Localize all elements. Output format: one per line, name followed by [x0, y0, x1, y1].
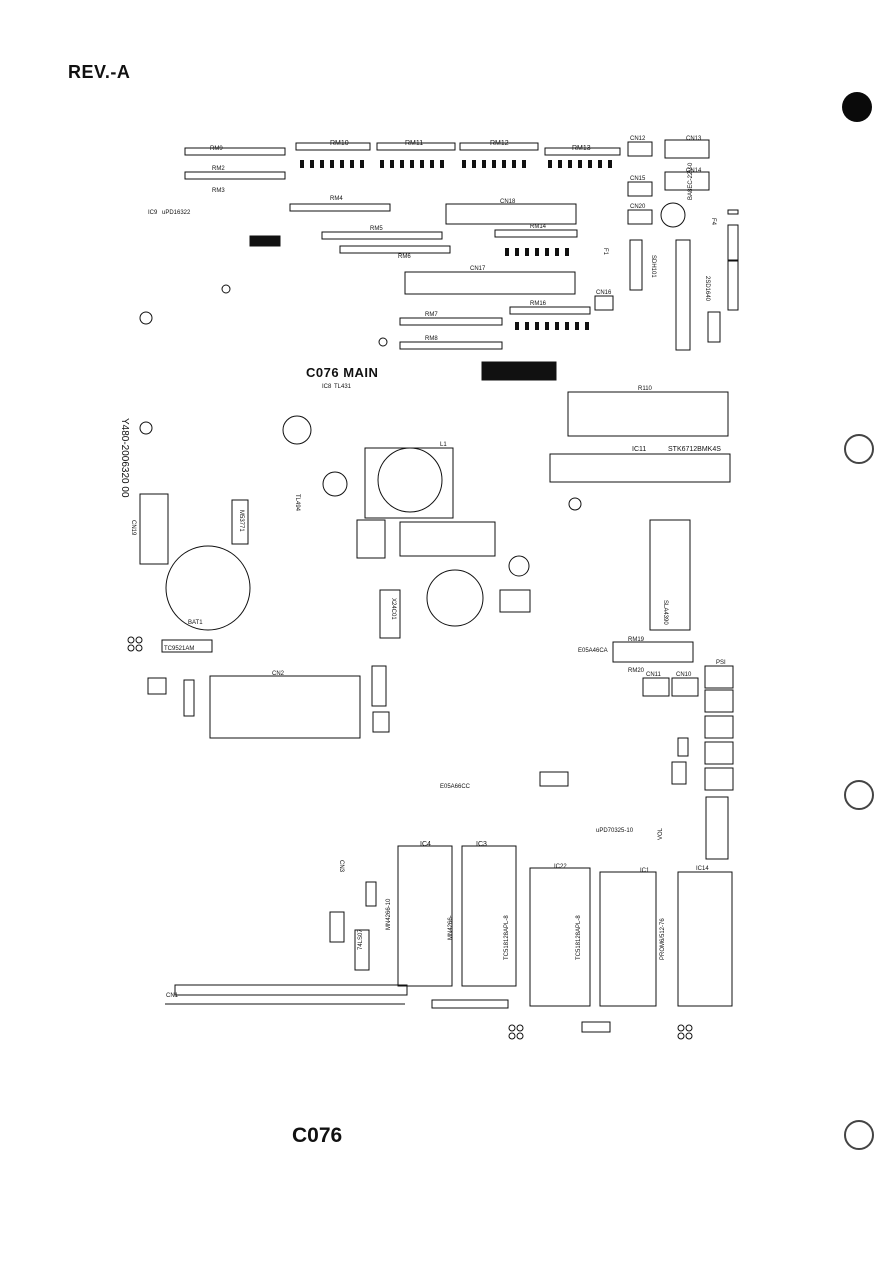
- ic14-part: PROM6/512-76: [660, 918, 666, 960]
- l1-label: L1: [440, 442, 447, 448]
- rm8-label: RM8: [425, 336, 438, 342]
- punch-hole-icon: [844, 780, 874, 810]
- rm13-label: RM13: [572, 145, 591, 152]
- cn12-label: CN12: [630, 136, 646, 142]
- rm2-label: RM2: [212, 166, 225, 172]
- ic8-part: TL431: [334, 384, 352, 390]
- fuse-note-label: BA8EC-22V-0: [688, 162, 694, 200]
- pcb-number: Y480-2006320 00: [119, 418, 130, 498]
- cn14-label: CN14: [686, 168, 702, 174]
- rm6-label: RM6: [398, 254, 411, 260]
- rm3-label: RM3: [212, 188, 225, 194]
- rm7-label: RM7: [425, 312, 438, 318]
- ic22-label: IC22: [554, 864, 567, 870]
- rm20-label: RM20: [628, 668, 645, 674]
- punch-hole-icon: [844, 1120, 874, 1150]
- ic6-part: 74LS07: [358, 929, 364, 950]
- cn3-label: CN3: [338, 860, 344, 873]
- ic22-part: TC518128APL-8: [504, 915, 510, 960]
- revision-label: REV.-A: [68, 62, 131, 82]
- rm5-label: RM5: [370, 226, 383, 232]
- ic3-part: MN4266-: [448, 915, 454, 940]
- ic1-part: TC518128APL-8: [576, 915, 582, 960]
- board-title: C076 MAIN: [306, 365, 379, 380]
- rm11-label: RM11: [405, 140, 423, 147]
- f4-label: F4: [710, 218, 716, 226]
- rm14-label: RM14: [530, 224, 547, 230]
- psi-label: PSI: [716, 660, 726, 666]
- rm9-label: RM9: [210, 146, 223, 152]
- rm16-label: RM16: [530, 301, 547, 307]
- ic17-part: SLA4390: [662, 600, 668, 625]
- rm12-label: RM12: [490, 140, 509, 147]
- upd70325-label: uPD70325-10: [596, 828, 634, 834]
- cn2-label: CN2: [272, 671, 285, 677]
- ic11-part: STK6712BMK4S: [668, 446, 721, 453]
- ic16-part: SDH101: [650, 255, 656, 278]
- ic11-label: IC11: [632, 446, 646, 453]
- ic4-part: MN4266-10: [386, 898, 392, 930]
- ic13-part: TC9521AM: [164, 646, 194, 652]
- f1-label: F1: [602, 248, 608, 256]
- rm4-label: RM4: [330, 196, 343, 202]
- cn13-label: CN13: [686, 136, 702, 142]
- cn16-label: CN16: [596, 290, 612, 296]
- r110-label: R110: [638, 386, 653, 392]
- cn19-label: CN19: [130, 520, 136, 536]
- cn17-label: CN17: [470, 266, 486, 272]
- transistor-label: 2SD1640: [704, 276, 710, 302]
- tl494-label: TL494: [294, 494, 300, 512]
- cn18-label: CN18: [500, 199, 516, 205]
- ic2-part: X24C01: [390, 598, 396, 620]
- vol-label: VOL: [658, 827, 664, 840]
- ic1-label: IC1: [640, 868, 650, 874]
- rm10-label: RM10: [330, 140, 349, 147]
- footer-board-code: C076: [292, 1124, 343, 1147]
- cn10-label: CN10: [676, 672, 692, 678]
- cn11-label: CN11: [646, 672, 662, 678]
- e05a66cc-label: E05A66CC: [440, 784, 471, 790]
- ic9-part: uPD16322: [162, 210, 191, 216]
- ic8-label: IC8: [322, 384, 332, 390]
- cn15-label: CN15: [630, 176, 646, 182]
- ic21-part: M53771: [238, 510, 244, 532]
- cn1-label: CN1: [166, 993, 179, 999]
- rm19-label: RM19: [628, 637, 645, 643]
- bat-label: BAT1: [188, 620, 203, 626]
- ic3-label: IC3: [476, 841, 487, 848]
- punch-hole-icon: [844, 434, 874, 464]
- e05a46ca-label: E05A46CA: [578, 648, 608, 654]
- ic9-label: IC9: [148, 210, 158, 216]
- cn20-label: CN20: [630, 204, 646, 210]
- ic14-label: IC14: [696, 866, 709, 872]
- ic4-label: IC4: [420, 841, 431, 848]
- registration-dot: [842, 92, 872, 122]
